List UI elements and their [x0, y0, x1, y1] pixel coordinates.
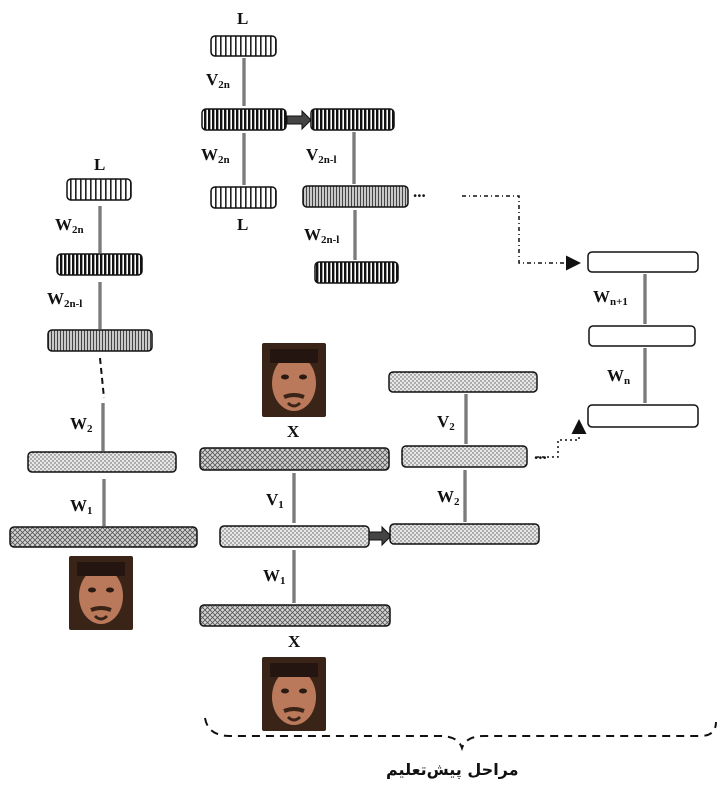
arrow-left-w1 — [102, 479, 106, 526]
label-L-top: L — [237, 9, 249, 28]
label-W2-right: W2 — [437, 488, 460, 508]
layer-left-h1 — [27, 451, 177, 473]
layer-right-h1 — [389, 523, 540, 545]
right-stack — [388, 371, 587, 545]
label-V2n-sub: 2n — [218, 79, 230, 91]
label-V2n: V2n — [206, 71, 230, 91]
layer-left-input — [9, 526, 198, 548]
arrow-w2n1-top — [353, 210, 357, 260]
label-W2n-left: W2n — [55, 216, 84, 236]
layer-ft-top — [587, 251, 699, 273]
label-Wn-sub: n — [624, 375, 631, 387]
arrow-left-w2n — [98, 206, 102, 253]
layer-left-top — [56, 253, 143, 276]
label-W2n1-left-main: W — [47, 289, 64, 308]
arrow-left-w2n1 — [98, 282, 102, 329]
left-stack — [9, 178, 198, 548]
arrow-w2n-top — [242, 133, 246, 185]
arrow-left-w2 — [101, 403, 105, 451]
label-W2-right-main: W — [437, 487, 454, 506]
label-W2n-top-main: W — [201, 145, 218, 164]
middle-stack — [199, 447, 392, 627]
ellipsis-top: ... — [413, 182, 426, 201]
layer-top-L-out — [210, 186, 277, 209]
caption-pretraining-stages: مراحل پیش‌تعلیم — [386, 760, 519, 779]
label-W2n1-top-main: W — [304, 225, 321, 244]
label-Wn-main: W — [607, 366, 624, 385]
label-V2-main: V — [437, 412, 450, 431]
layer-top-right-out — [314, 261, 399, 284]
finetune-stack — [587, 251, 699, 428]
layer-top-h — [201, 108, 287, 131]
face-image-middle-bottom — [262, 657, 326, 731]
label-X-bottom: X — [288, 632, 301, 651]
label-W2-left-sub: 2 — [87, 423, 93, 435]
label-V2n-main: V — [206, 70, 219, 89]
layer-top-L — [210, 35, 277, 57]
arrow-w2-right — [463, 470, 467, 522]
layer-left-output — [66, 178, 132, 201]
label-W2n1-top-sub: 2n-l — [321, 234, 340, 246]
transfer-arrow-top — [286, 109, 312, 131]
label-L-left: L — [94, 155, 106, 174]
layer-ft-mid — [588, 325, 696, 347]
label-X-top: X — [287, 422, 300, 441]
layer-top-right-mid — [302, 185, 409, 208]
layer-right-v2-out — [388, 371, 538, 393]
label-W1-left-main: W — [70, 496, 87, 515]
label-V2n1: V2n-l — [306, 146, 337, 166]
label-V2n1-sub: 2n-l — [318, 154, 337, 166]
label-V1: V1 — [266, 491, 284, 511]
label-W2n1-left-sub: 2n-l — [64, 298, 83, 310]
brace — [204, 717, 717, 752]
label-W1-mid-sub: 1 — [280, 575, 286, 587]
layer-left-mid — [47, 329, 153, 352]
layer-top-right-h — [310, 108, 395, 131]
label-V2-sub: 2 — [449, 421, 455, 433]
label-V1-main: V — [266, 490, 279, 509]
label-W2n-left-main: W — [55, 215, 72, 234]
arrow-v2n1 — [352, 132, 356, 184]
label-W1-left: W1 — [70, 497, 93, 517]
label-W2n-top-sub: 2n — [218, 154, 230, 166]
layer-mid-x-top — [199, 447, 390, 471]
arrow-w1-mid — [292, 550, 296, 603]
label-W2n-left-sub: 2n — [72, 224, 84, 236]
layer-right-h2 — [401, 445, 528, 468]
transfer-arrow-mid — [368, 525, 392, 547]
label-W2n1-top: W2n-l — [304, 226, 339, 246]
label-Wn: Wn — [607, 367, 630, 387]
layer-mid-h1 — [219, 525, 370, 548]
layer-ft-bottom — [587, 404, 699, 428]
arrow-v1 — [292, 473, 296, 523]
ellipsis-right: ... — [534, 444, 547, 463]
arrow-wn — [643, 348, 647, 403]
dashed-left-link — [99, 357, 105, 399]
arrow-v2n — [242, 58, 246, 106]
label-Wn1: Wn+1 — [593, 288, 628, 308]
label-W2-left: W2 — [70, 415, 93, 435]
label-Wn1-sub: n+1 — [610, 296, 628, 308]
label-V2n1-main: V — [306, 145, 319, 164]
face-image-middle-top — [262, 343, 326, 417]
label-Wn1-main: W — [593, 287, 610, 306]
arrow-v2 — [464, 394, 468, 444]
label-W1-left-sub: 1 — [87, 505, 93, 517]
top-middle-stack — [201, 35, 581, 284]
label-W2n1-left: W2n-l — [47, 290, 82, 310]
label-L-top-out: L — [237, 215, 249, 234]
label-W2n-top: W2n — [201, 146, 230, 166]
label-W2-left-main: W — [70, 414, 87, 433]
label-V1-sub: 1 — [278, 499, 284, 511]
dotted-top-link — [462, 195, 581, 271]
label-W2-right-sub: 2 — [454, 496, 460, 508]
label-W1-mid-main: W — [263, 566, 280, 585]
layer-mid-x-bottom — [199, 604, 391, 627]
arrow-wn1 — [643, 274, 647, 324]
face-image-left — [69, 556, 133, 630]
label-V2: V2 — [437, 413, 455, 433]
label-W1-mid: W1 — [263, 567, 286, 587]
dotted-right-link — [537, 419, 587, 458]
